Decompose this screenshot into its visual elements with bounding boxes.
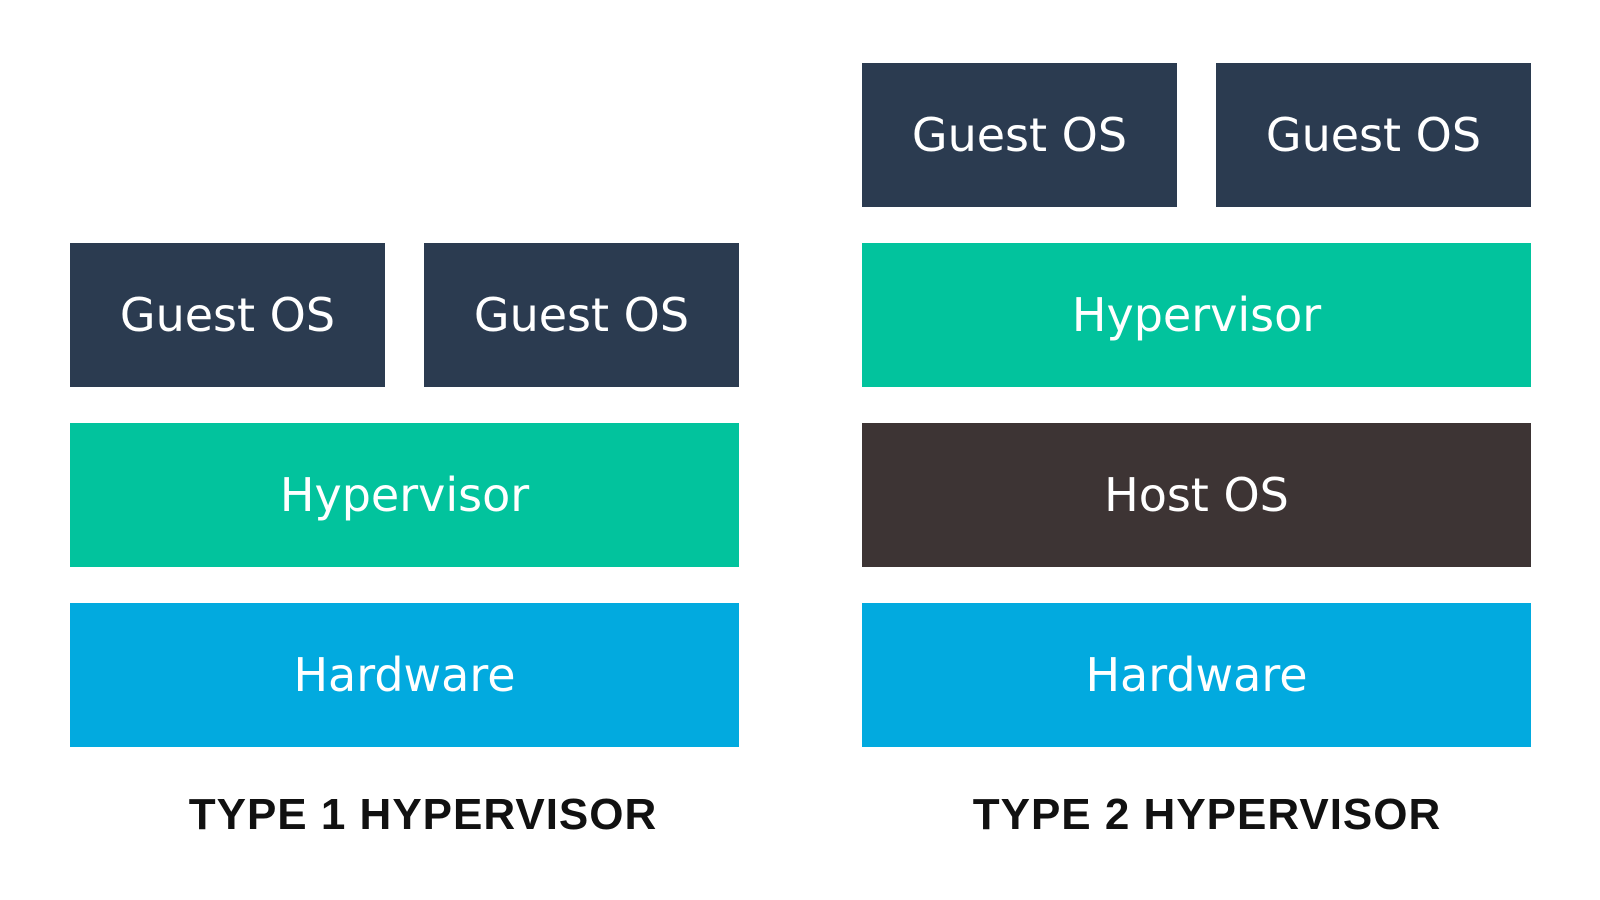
type1-hypervisor: Hypervisor [70, 423, 739, 567]
type2-title: TYPE 2 HYPERVISOR [972, 790, 1442, 839]
type2-hardware: Hardware [862, 603, 1531, 747]
type1-guest-os-2: Guest OS [424, 243, 739, 387]
type2-guest-os-2: Guest OS [1216, 63, 1531, 207]
type1-title: TYPE 1 HYPERVISOR [188, 790, 658, 839]
type1-hardware: Hardware [70, 603, 739, 747]
type1-guest-os-1: Guest OS [70, 243, 385, 387]
type2-hypervisor: Hypervisor [862, 243, 1531, 387]
type2-host-os: Host OS [862, 423, 1531, 567]
type2-guest-os-1: Guest OS [862, 63, 1177, 207]
